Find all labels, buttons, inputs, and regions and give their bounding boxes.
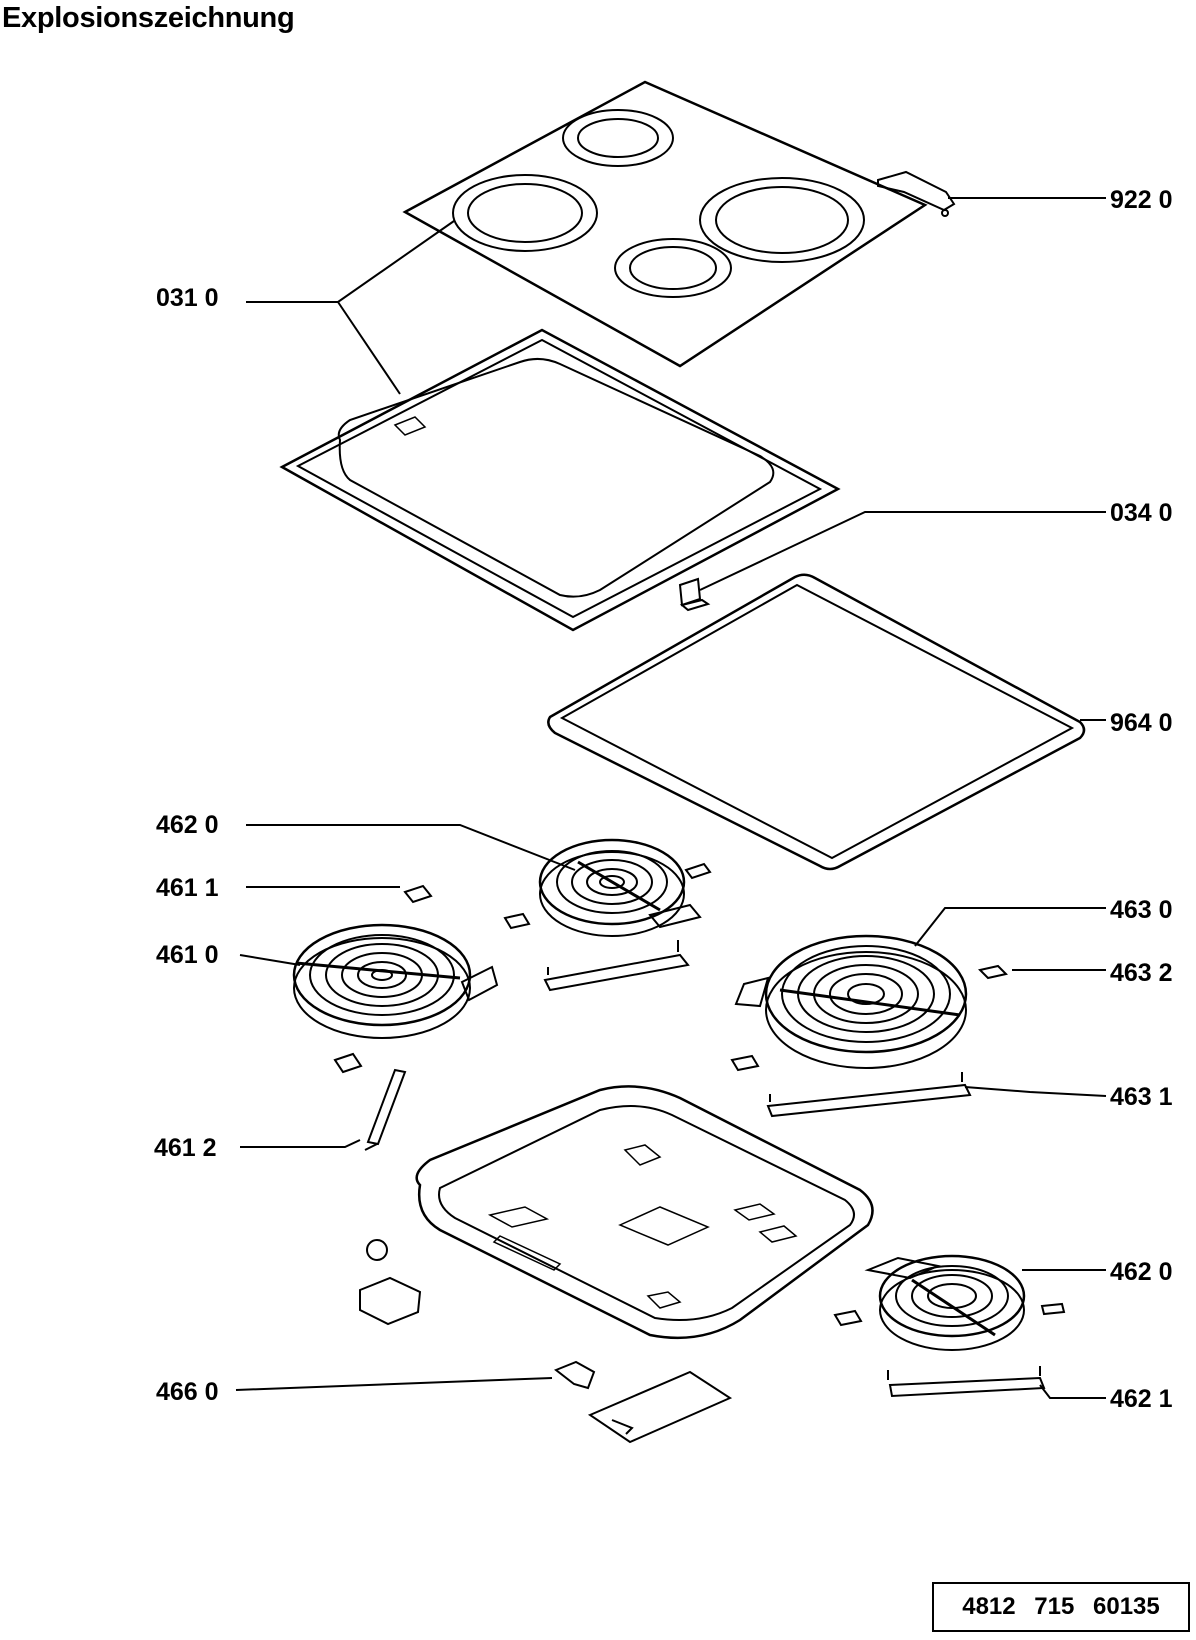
part-labels: 922 0 031 0 034 0 964 0 462 0 461 1 463 … <box>154 186 1173 1413</box>
support-bar-462-1 <box>887 1366 1046 1398</box>
clip-bracket <box>877 170 956 217</box>
heater-mount-clip <box>730 1054 760 1072</box>
terminal-block <box>359 1276 422 1326</box>
label-461-1: 461 1 <box>156 874 219 902</box>
label-922-0: 922 0 <box>1110 186 1173 214</box>
radiant-heater-small-top <box>538 838 702 937</box>
label-034-0: 034 0 <box>1110 499 1173 527</box>
label-461-0: 461 0 <box>156 941 219 969</box>
document-number: 4812 715 60135 <box>932 1582 1190 1632</box>
label-463-0: 463 0 <box>1110 896 1173 924</box>
label-462-0-top: 462 0 <box>156 811 219 839</box>
label-462-0-bottom: 462 0 <box>1110 1258 1173 1286</box>
fixing-clip <box>678 577 711 612</box>
page-title: Explosionszeichnung <box>2 2 295 34</box>
heater-mount-clip-463-2 <box>978 964 1008 980</box>
radiant-heater-medium <box>292 923 499 1039</box>
seal-gasket <box>547 573 1086 871</box>
base-tray <box>415 1085 874 1340</box>
heater-mount-clip <box>684 862 712 880</box>
radiant-heater-small-bottom <box>864 1254 1026 1351</box>
radiant-heater-large <box>734 934 968 1069</box>
label-466-0: 466 0 <box>156 1378 219 1406</box>
knob <box>366 1239 388 1261</box>
glass-ceramic-hob <box>402 80 928 368</box>
label-964-0: 964 0 <box>1110 709 1173 737</box>
heater-mount-clip-461-1 <box>403 884 433 904</box>
cover-plate <box>587 1370 733 1444</box>
leader-lines <box>235 197 1107 1399</box>
label-461-2: 461 2 <box>154 1134 217 1162</box>
heater-mount-clip <box>1040 1302 1066 1316</box>
heater-mount-clip <box>503 912 531 930</box>
label-463-2: 463 2 <box>1110 959 1173 987</box>
label-031-0: 031 0 <box>156 284 219 312</box>
hob-frame <box>279 328 841 632</box>
heater-mount-clip <box>833 1309 863 1327</box>
heater-mount-clip <box>333 1052 363 1074</box>
label-463-1: 463 1 <box>1110 1083 1173 1111</box>
support-bar-463-1 <box>766 1072 972 1118</box>
support-bar-461-2 <box>364 1068 407 1151</box>
label-462-1: 462 1 <box>1110 1385 1173 1413</box>
support-bar-top <box>543 940 690 992</box>
bracket-466 <box>554 1360 596 1390</box>
